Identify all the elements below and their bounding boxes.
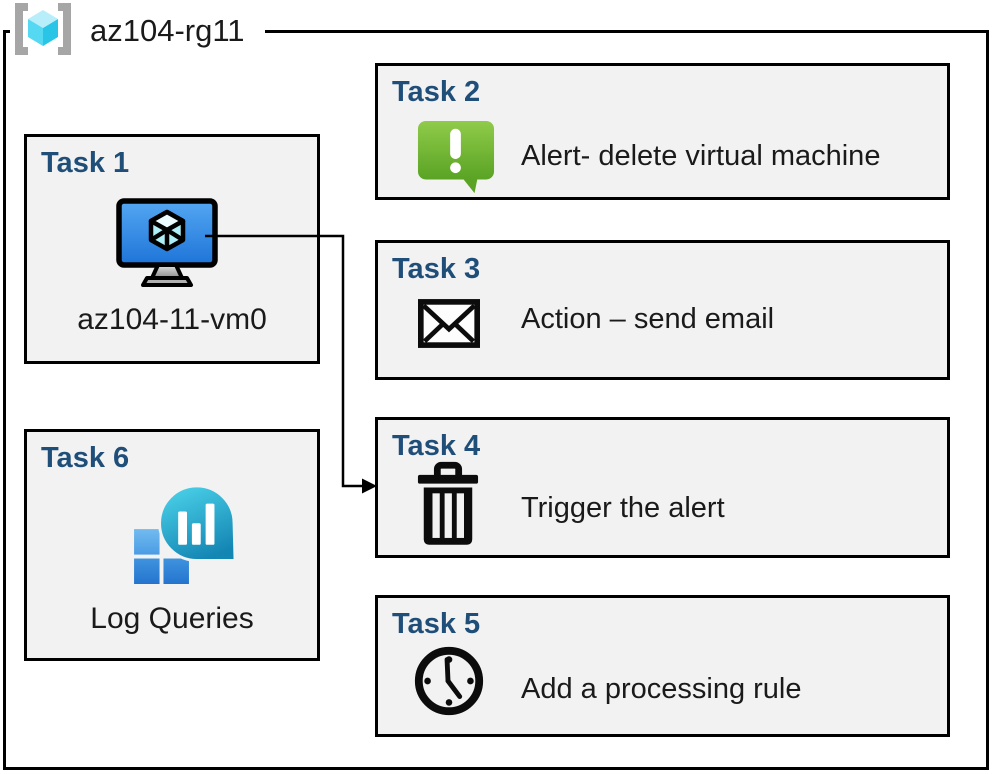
email-icon xyxy=(418,299,480,348)
task6-box: Task 6 xyxy=(24,429,320,661)
virtual-machine-icon xyxy=(115,197,219,289)
log-queries-icon xyxy=(132,484,242,584)
task4-caption: Trigger the alert xyxy=(521,492,725,524)
task4-box: Task 4 Trigger the alert xyxy=(375,417,950,558)
task2-box: Task 2 Alert- delete virtual machine xyxy=(375,63,950,200)
task5-box: Task 5 Add a processing rule xyxy=(375,595,950,737)
task1-caption: az104-11-vm0 xyxy=(77,302,267,336)
task3-caption: Action – send email xyxy=(521,303,775,335)
clock-icon xyxy=(411,643,487,719)
resource-group-icon xyxy=(12,2,74,61)
trash-icon xyxy=(416,461,480,547)
task3-label: Task 3 xyxy=(392,253,481,285)
task1-box: Task 1 az104 xyxy=(24,134,320,364)
alert-icon xyxy=(416,119,496,197)
task5-label: Task 5 xyxy=(392,608,481,640)
task6-caption: Log Queries xyxy=(90,601,254,635)
resource-group-legend: az104-rg11 xyxy=(10,2,265,60)
task2-caption: Alert- delete virtual machine xyxy=(521,140,881,172)
resource-group-name: az104-rg11 xyxy=(90,13,245,48)
task2-label: Task 2 xyxy=(392,76,481,108)
task5-caption: Add a processing rule xyxy=(521,673,802,705)
task6-label: Task 6 xyxy=(41,442,130,474)
task3-box: Task 3 Action – send email xyxy=(375,240,950,380)
task1-label: Task 1 xyxy=(41,147,130,179)
task4-label: Task 4 xyxy=(392,430,481,462)
